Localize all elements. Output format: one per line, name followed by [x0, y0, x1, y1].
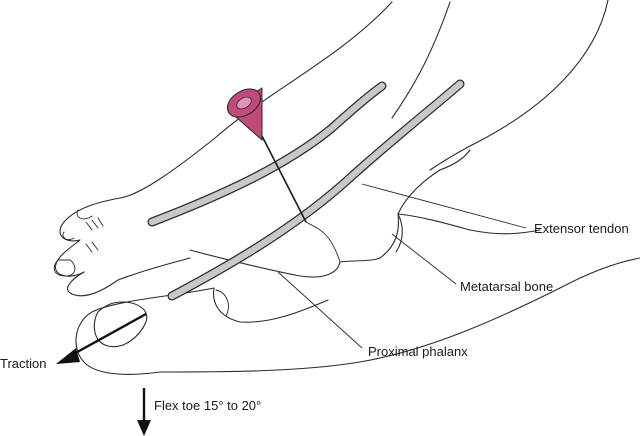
arrow-down-icon — [137, 388, 151, 436]
label-traction: Traction — [0, 356, 46, 371]
needle-icon — [226, 87, 341, 263]
leader-metatarsal-bone — [391, 233, 457, 285]
extensor-tendon-upper — [147, 81, 387, 227]
label-metatarsal-bone: Metatarsal bone — [460, 279, 553, 294]
label-extensor-tendon: Extensor tendon — [534, 221, 629, 236]
needle-hub-opening — [236, 96, 252, 110]
leader-extensor-tendon — [361, 183, 527, 229]
foot-outline — [53, 0, 640, 375]
label-flex-toe: Flex toe 15° to 20° — [154, 398, 261, 413]
arrow-down-left-icon — [56, 312, 147, 364]
leader-proximal-phalanx — [277, 271, 363, 349]
extensor-tendon-lower — [167, 79, 465, 301]
label-proximal-phalanx: Proximal phalanx — [368, 344, 468, 359]
